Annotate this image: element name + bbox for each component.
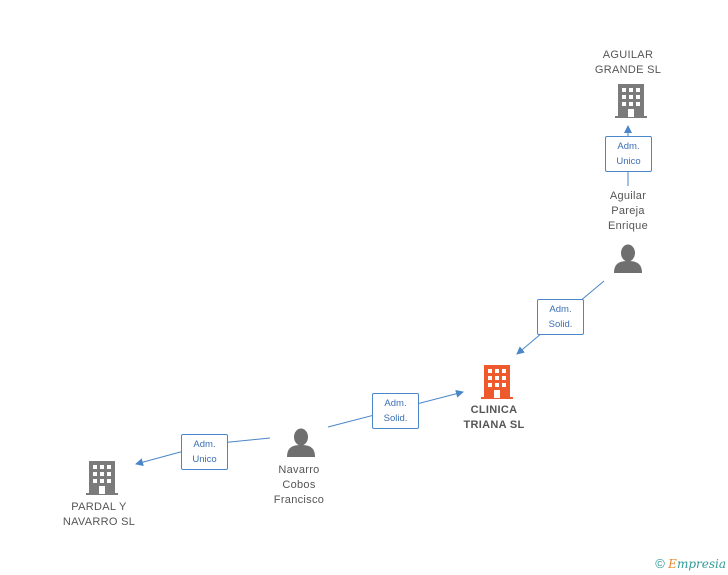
building-icon bbox=[615, 84, 647, 118]
person-icon bbox=[287, 428, 315, 457]
node-label-clinica-triana[interactable]: CLINICA TRIANA SL bbox=[463, 404, 525, 431]
edge-label-line1: Adm. bbox=[384, 398, 407, 409]
brand-logo-text: mpresia bbox=[676, 557, 726, 571]
edge-label-line2: Solid. bbox=[548, 319, 573, 330]
edge-label-adm-solid: Adm. Solid. bbox=[372, 393, 419, 429]
edge-label-line2: Unico bbox=[192, 454, 217, 465]
edge-label-adm-solid: Adm. Solid. bbox=[537, 299, 584, 335]
brand-logo: Empresia bbox=[668, 557, 726, 571]
edge-label-line2: Unico bbox=[616, 156, 641, 167]
edge-label-line1: Adm. bbox=[617, 141, 640, 152]
edge-label-adm-unico: Adm. Unico bbox=[605, 136, 652, 172]
building-icon bbox=[86, 461, 118, 495]
edge-label-line1: Adm. bbox=[549, 304, 572, 315]
edge-label-line2: Solid. bbox=[383, 413, 408, 424]
edge-label-line1: Adm. bbox=[193, 439, 216, 450]
node-label-navarro-cobos[interactable]: Navarro Cobos Francisco bbox=[273, 464, 325, 506]
node-label-aguilar-pareja[interactable]: Aguilar Pareja Enrique bbox=[607, 190, 648, 232]
empresia-watermark: © Empresia bbox=[655, 556, 726, 571]
brand-logo-initial: E bbox=[668, 557, 677, 571]
copyright-symbol: © bbox=[655, 556, 665, 571]
node-label-pardal-navarro[interactable]: PARDAL Y NAVARRO SL bbox=[62, 501, 136, 528]
edge-label-adm-unico: Adm. Unico bbox=[181, 434, 228, 470]
person-icon bbox=[614, 244, 642, 273]
building-icon bbox=[481, 365, 513, 399]
node-label-aguilar-grande[interactable]: AGUILAR GRANDE SL bbox=[594, 49, 662, 76]
